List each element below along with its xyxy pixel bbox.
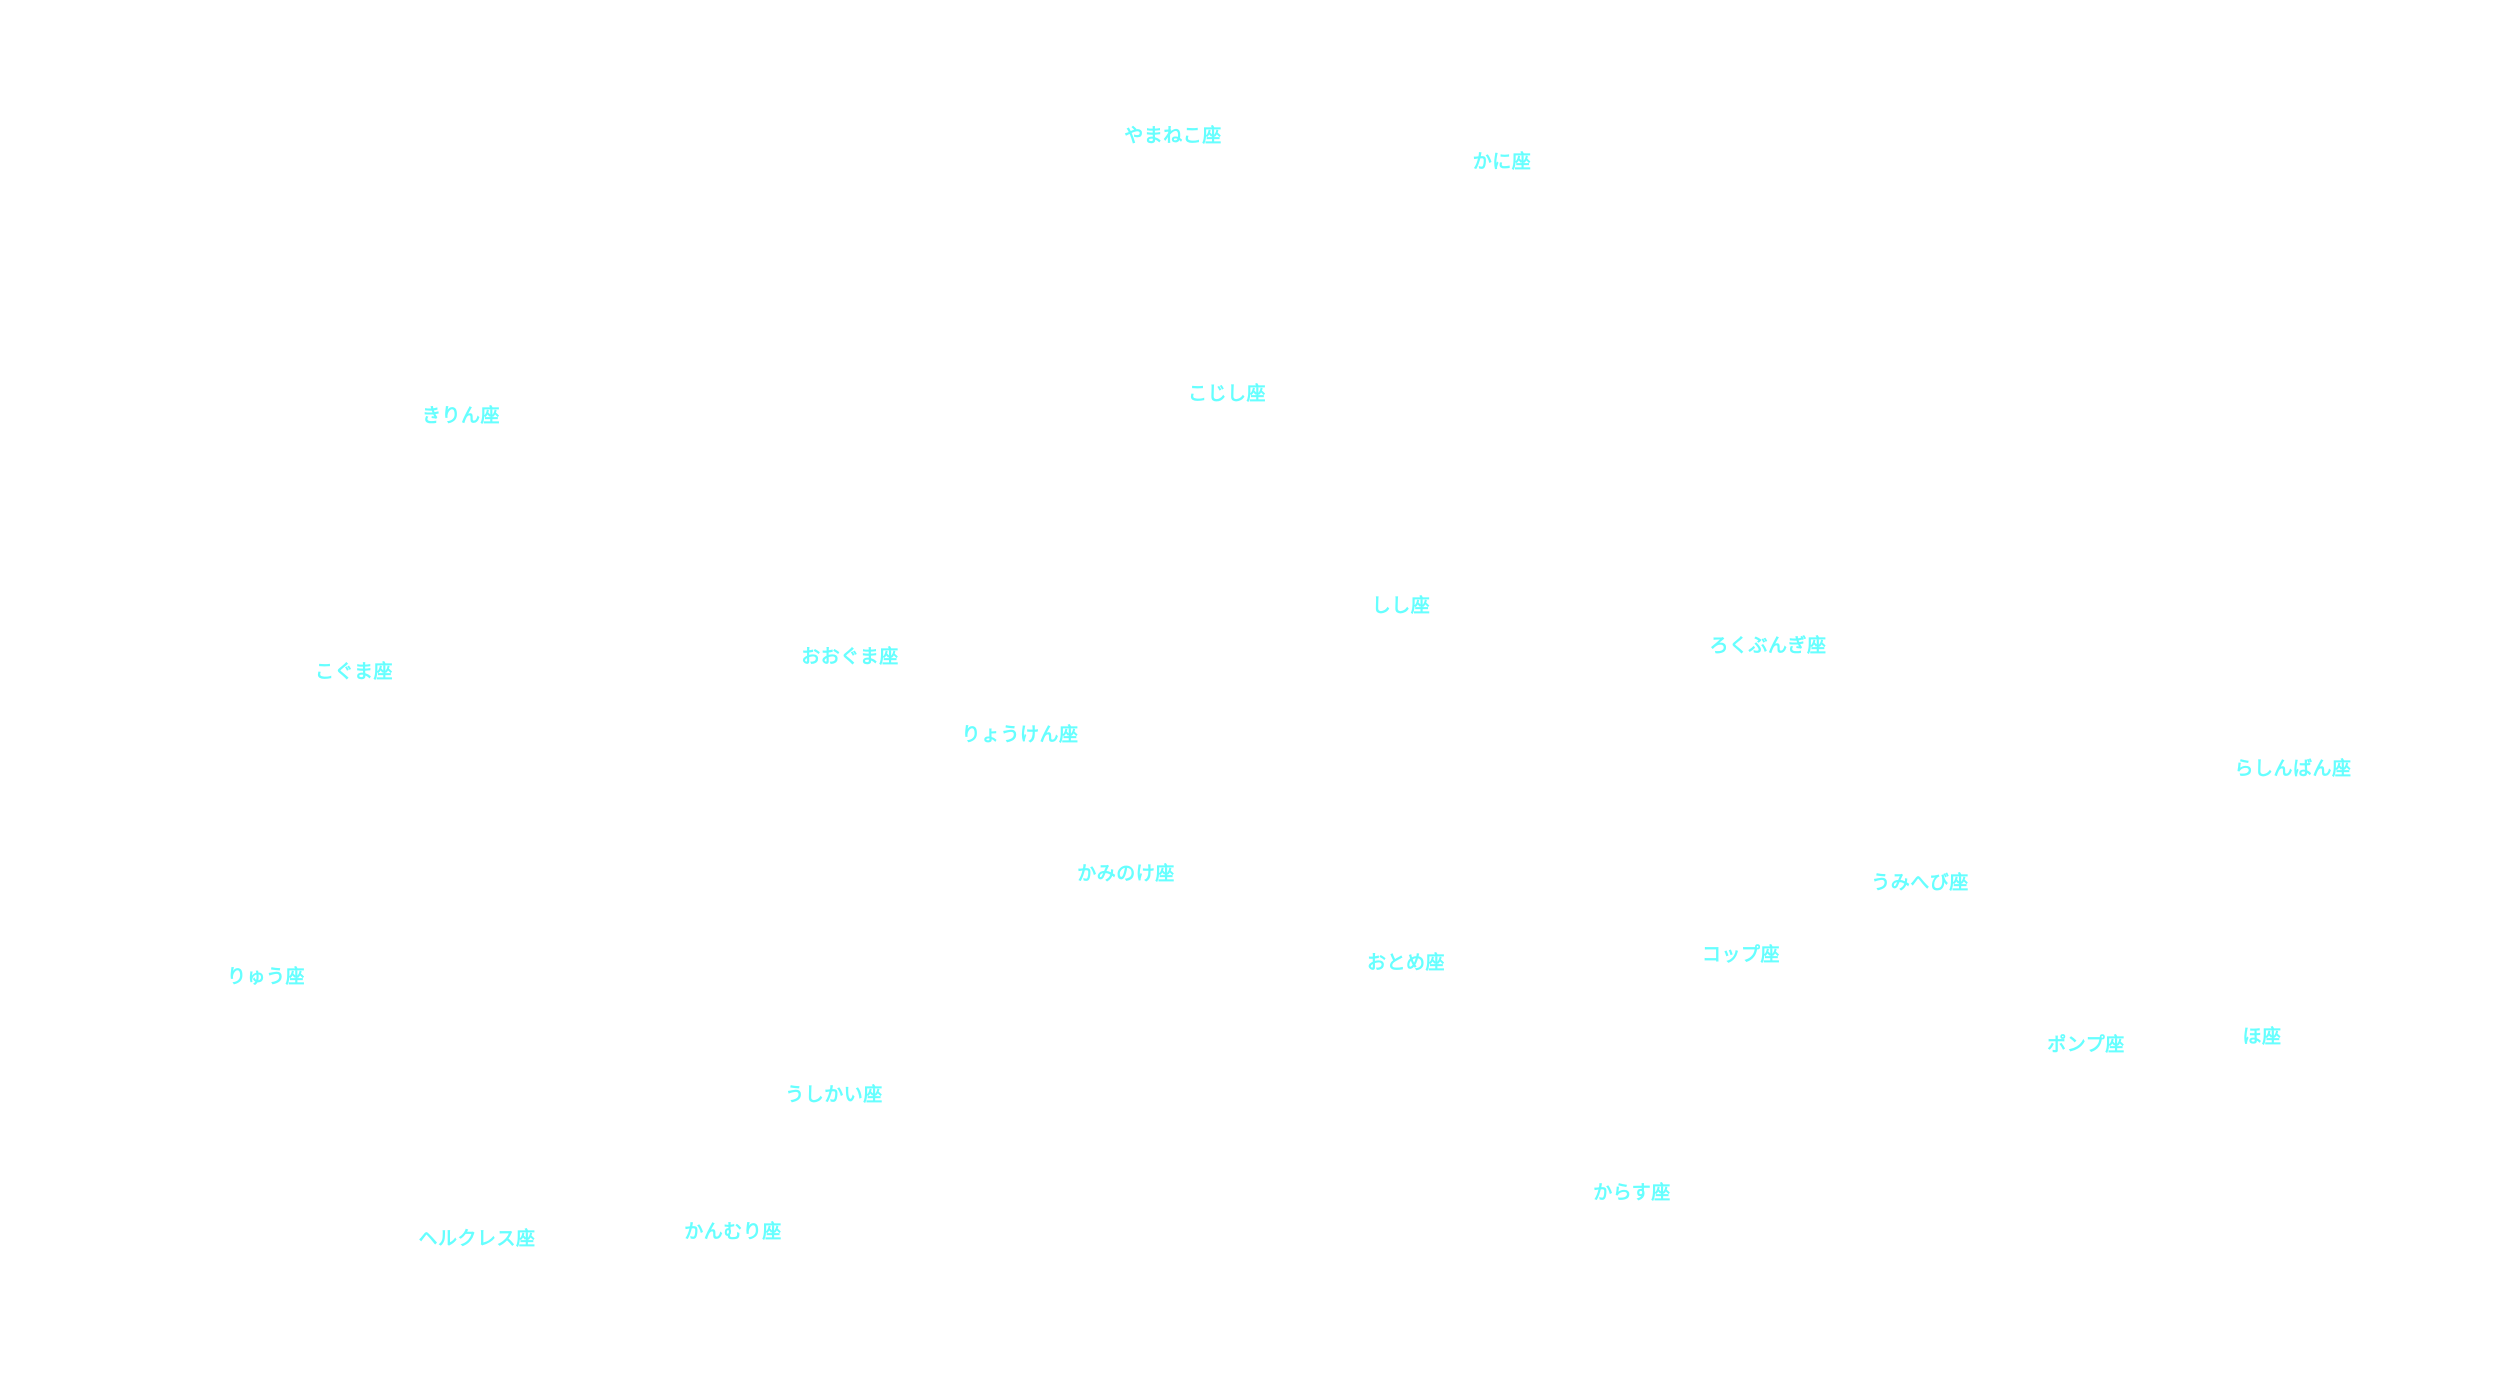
label-cancer: かに座 [1472,150,1532,173]
label-antlia: ポンプ座 [2047,1033,2125,1056]
label-corvus: からす座 [1593,1181,1671,1204]
label-vela: ほ座 [2242,1025,2282,1048]
label-crater: コップ座 [1701,943,1781,966]
label-virgo: おとめ座 [1366,951,1446,974]
label-leo: しし座 [1371,594,1431,617]
label-ursa-minor: こぐま座 [314,660,394,683]
label-pyxis: らしんばん座 [2234,757,2352,780]
label-corona-borealis: かんむり座 [684,1220,782,1243]
label-draco: りゅう座 [226,965,306,988]
label-lynx: やまねこ座 [1124,124,1222,147]
label-coma-berenices: かみのけ座 [1077,862,1175,885]
label-canes-venatici: りょうけん座 [961,723,1079,746]
label-hercules: ヘルクレス座 [418,1227,536,1250]
label-hydra: うみへび座 [1871,871,1969,894]
label-leo-minor: こじし座 [1187,382,1267,405]
label-camelopardalis: きりん座 [421,404,501,427]
label-sextans: ろくぶんぎ座 [1709,634,1827,657]
label-ursa-major: おおぐま座 [801,645,899,668]
label-bootes: うしかい座 [785,1083,883,1106]
